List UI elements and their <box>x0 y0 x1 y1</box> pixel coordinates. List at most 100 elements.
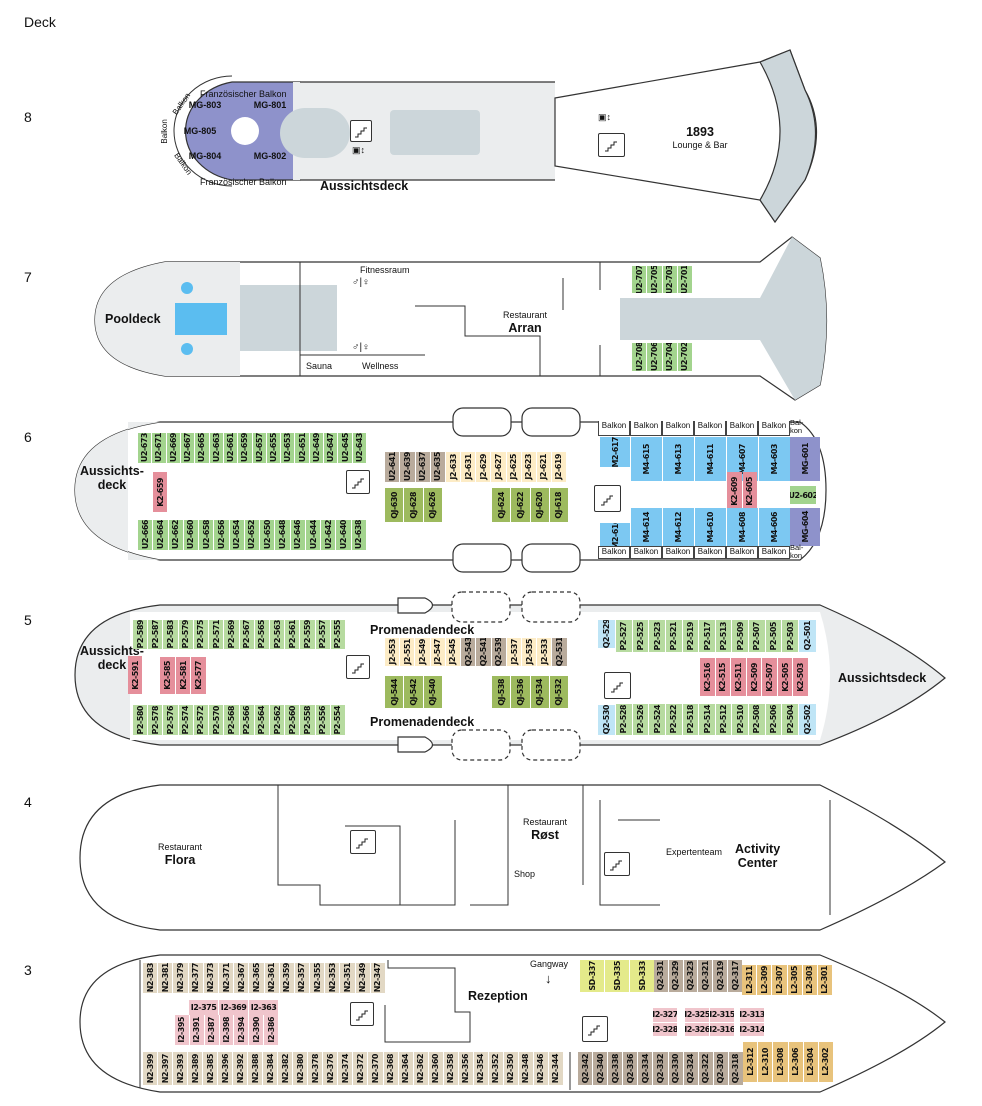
cabin-m4-610[interactable]: M4-610 <box>695 508 726 546</box>
cabin-q2-323[interactable]: Q2-323 <box>683 960 698 992</box>
cabin-k2-605[interactable]: K2-605 <box>742 472 757 510</box>
cabin-k2-515[interactable]: K2-515 <box>715 658 731 696</box>
cabin-n2-376[interactable]: N2-376 <box>323 1052 338 1085</box>
cabin-u2-663[interactable]: U2-663 <box>209 433 223 463</box>
cabin-i2-387[interactable]: I2-387 <box>204 1015 219 1045</box>
cabin-n2-355[interactable]: N2-355 <box>310 963 325 993</box>
cabin-n2-344[interactable]: N2-344 <box>548 1052 563 1085</box>
cabin-p2-523[interactable]: P2-523 <box>649 620 665 652</box>
cabin-m4-612[interactable]: M4-612 <box>663 508 694 546</box>
cabin-u2-655[interactable]: U2-655 <box>266 433 281 463</box>
cabin-p2-563[interactable]: P2-563 <box>269 620 285 649</box>
cabin-k2-503[interactable]: K2-503 <box>793 658 809 696</box>
cabin-i2-390[interactable]: I2-390 <box>249 1015 264 1045</box>
cabin-n2-351[interactable]: N2-351 <box>340 963 355 993</box>
cabin-p2-579[interactable]: P2-579 <box>178 620 193 649</box>
cabin-m4-606[interactable]: M4-606 <box>759 508 790 546</box>
cabin-n2-347[interactable]: N2-347 <box>370 963 385 993</box>
cabin-i2-363[interactable]: I2-363 <box>249 1000 278 1015</box>
cabin-p2-521[interactable]: P2-521 <box>665 620 682 652</box>
cabin-p2-583[interactable]: P2-583 <box>163 620 178 649</box>
cabin-q2-501[interactable]: Q2-501 <box>799 620 816 652</box>
cabin-k2-516[interactable]: K2-516 <box>700 658 715 696</box>
cabin-i2-327[interactable]: I2-327 <box>653 1008 677 1022</box>
cabin-n2-382[interactable]: N2-382 <box>278 1052 293 1085</box>
cabin-u2-664[interactable]: U2-664 <box>153 520 168 550</box>
cabin-u2-657[interactable]: U2-657 <box>252 433 266 463</box>
cabin-j2-535[interactable]: J2-535 <box>522 638 536 666</box>
cabin-m4-613[interactable]: M4-613 <box>663 437 694 481</box>
cabin-u2-649[interactable]: U2-649 <box>309 433 324 463</box>
cabin-n2-359[interactable]: N2-359 <box>279 963 294 993</box>
cabin-m4-608[interactable]: M4-608 <box>727 508 758 546</box>
cabin-p2-526[interactable]: P2-526 <box>632 704 649 735</box>
cabin-q2-331[interactable]: Q2-331 <box>654 960 668 992</box>
cabin-i2-326[interactable]: I2-326 <box>685 1022 709 1036</box>
cabin-i2-316[interactable]: I2-316 <box>710 1022 734 1036</box>
cabin-p2-578[interactable]: P2-578 <box>148 705 163 735</box>
cabin-p2-508[interactable]: P2-508 <box>749 704 765 735</box>
cabin-u2-652[interactable]: U2-652 <box>244 520 260 550</box>
cabin-qj-532[interactable]: QJ-532 <box>549 676 568 708</box>
cabin-i2-398[interactable]: I2-398 <box>219 1015 234 1045</box>
cabin-u2-656[interactable]: U2-656 <box>214 520 229 550</box>
cabin-n2-350[interactable]: N2-350 <box>503 1052 518 1085</box>
cabin-p2-560[interactable]: P2-560 <box>285 705 300 735</box>
cabin-u2-646[interactable]: U2-646 <box>290 520 305 550</box>
cabin-p2-575[interactable]: P2-575 <box>193 620 209 649</box>
cabin-u2-708[interactable]: U2-708 <box>632 343 647 371</box>
cabin-p2-561[interactable]: P2-561 <box>285 620 300 649</box>
cabin-p2-509[interactable]: P2-509 <box>732 620 749 652</box>
cabin-u2-651[interactable]: U2-651 <box>295 433 309 463</box>
cabin-p2-512[interactable]: P2-512 <box>715 704 732 735</box>
cabin-n2-362[interactable]: N2-362 <box>413 1052 428 1085</box>
cabin-mg-601[interactable]: MG-601 <box>790 437 820 481</box>
cabin-q2-318[interactable]: Q2-318 <box>728 1052 744 1085</box>
cabin-l2-302[interactable]: L2-302 <box>818 1042 834 1082</box>
cabin-p2-569[interactable]: P2-569 <box>224 620 239 649</box>
cabin-k2-577[interactable]: K2-577 <box>191 657 207 694</box>
cabin-m4-611[interactable]: M4-611 <box>695 437 726 481</box>
cabin-qj-626[interactable]: QJ-626 <box>423 488 442 522</box>
cabin-u2-706[interactable]: U2-706 <box>647 343 662 371</box>
cabin-p2-528[interactable]: P2-528 <box>616 704 632 735</box>
cabin-j2-623[interactable]: J2-623 <box>521 452 536 482</box>
cabin-q2-539[interactable]: Q2-539 <box>491 638 506 666</box>
cabin-i2-391[interactable]: I2-391 <box>189 1015 204 1045</box>
cabin-q2-319[interactable]: Q2-319 <box>713 960 728 992</box>
cabin-n2-357[interactable]: N2-357 <box>294 963 310 993</box>
cabin-j2-625[interactable]: J2-625 <box>506 452 521 482</box>
cabin-j2-537[interactable]: J2-537 <box>507 638 521 666</box>
cabin-u2-641[interactable]: U2-641 <box>385 452 400 482</box>
cabin-q2-502[interactable]: Q2-502 <box>799 704 816 735</box>
cabin-l2-305[interactable]: L2-305 <box>787 965 802 995</box>
cabin-p2-513[interactable]: P2-513 <box>715 620 732 652</box>
cabin-u2-707[interactable]: U2-707 <box>632 266 647 293</box>
cabin-n2-378[interactable]: N2-378 <box>308 1052 323 1085</box>
cabin-p2-587[interactable]: P2-587 <box>148 620 163 649</box>
cabin-l2-303[interactable]: L2-303 <box>802 965 817 995</box>
cabin-u2-650[interactable]: U2-650 <box>260 520 275 550</box>
cabin-p2-525[interactable]: P2-525 <box>632 620 649 652</box>
cabin-n2-381[interactable]: N2-381 <box>158 963 173 993</box>
cabin-mg-802[interactable]: MG-802 <box>253 151 287 161</box>
cabin-q2-329[interactable]: Q2-329 <box>668 960 683 992</box>
cabin-u2-673[interactable]: U2-673 <box>138 433 152 463</box>
cabin-u2-666[interactable]: U2-666 <box>138 520 153 550</box>
cabin-k2-511[interactable]: K2-511 <box>731 658 746 696</box>
cabin-p2-568[interactable]: P2-568 <box>224 705 239 735</box>
cabin-n2-385[interactable]: N2-385 <box>203 1052 218 1085</box>
cabin-n2-393[interactable]: N2-393 <box>173 1052 188 1085</box>
cabin-u2-654[interactable]: U2-654 <box>229 520 244 550</box>
cabin-k2-585[interactable]: K2-585 <box>160 657 175 694</box>
cabin-sd-333[interactable]: SD-333 <box>630 960 654 992</box>
cabin-p2-570[interactable]: P2-570 <box>209 705 224 735</box>
cabin-p2-517[interactable]: P2-517 <box>699 620 715 652</box>
cabin-l2-306[interactable]: L2-306 <box>788 1042 803 1082</box>
cabin-j2-553[interactable]: J2-553 <box>385 638 400 666</box>
cabin-qj-624[interactable]: QJ-624 <box>492 488 511 522</box>
cabin-u2-671[interactable]: U2-671 <box>152 433 166 463</box>
cabin-u2-602[interactable]: U2-602 <box>790 486 816 504</box>
cabin-n2-383[interactable]: N2-383 <box>143 963 158 993</box>
cabin-sd-335[interactable]: SD-335 <box>605 960 629 992</box>
